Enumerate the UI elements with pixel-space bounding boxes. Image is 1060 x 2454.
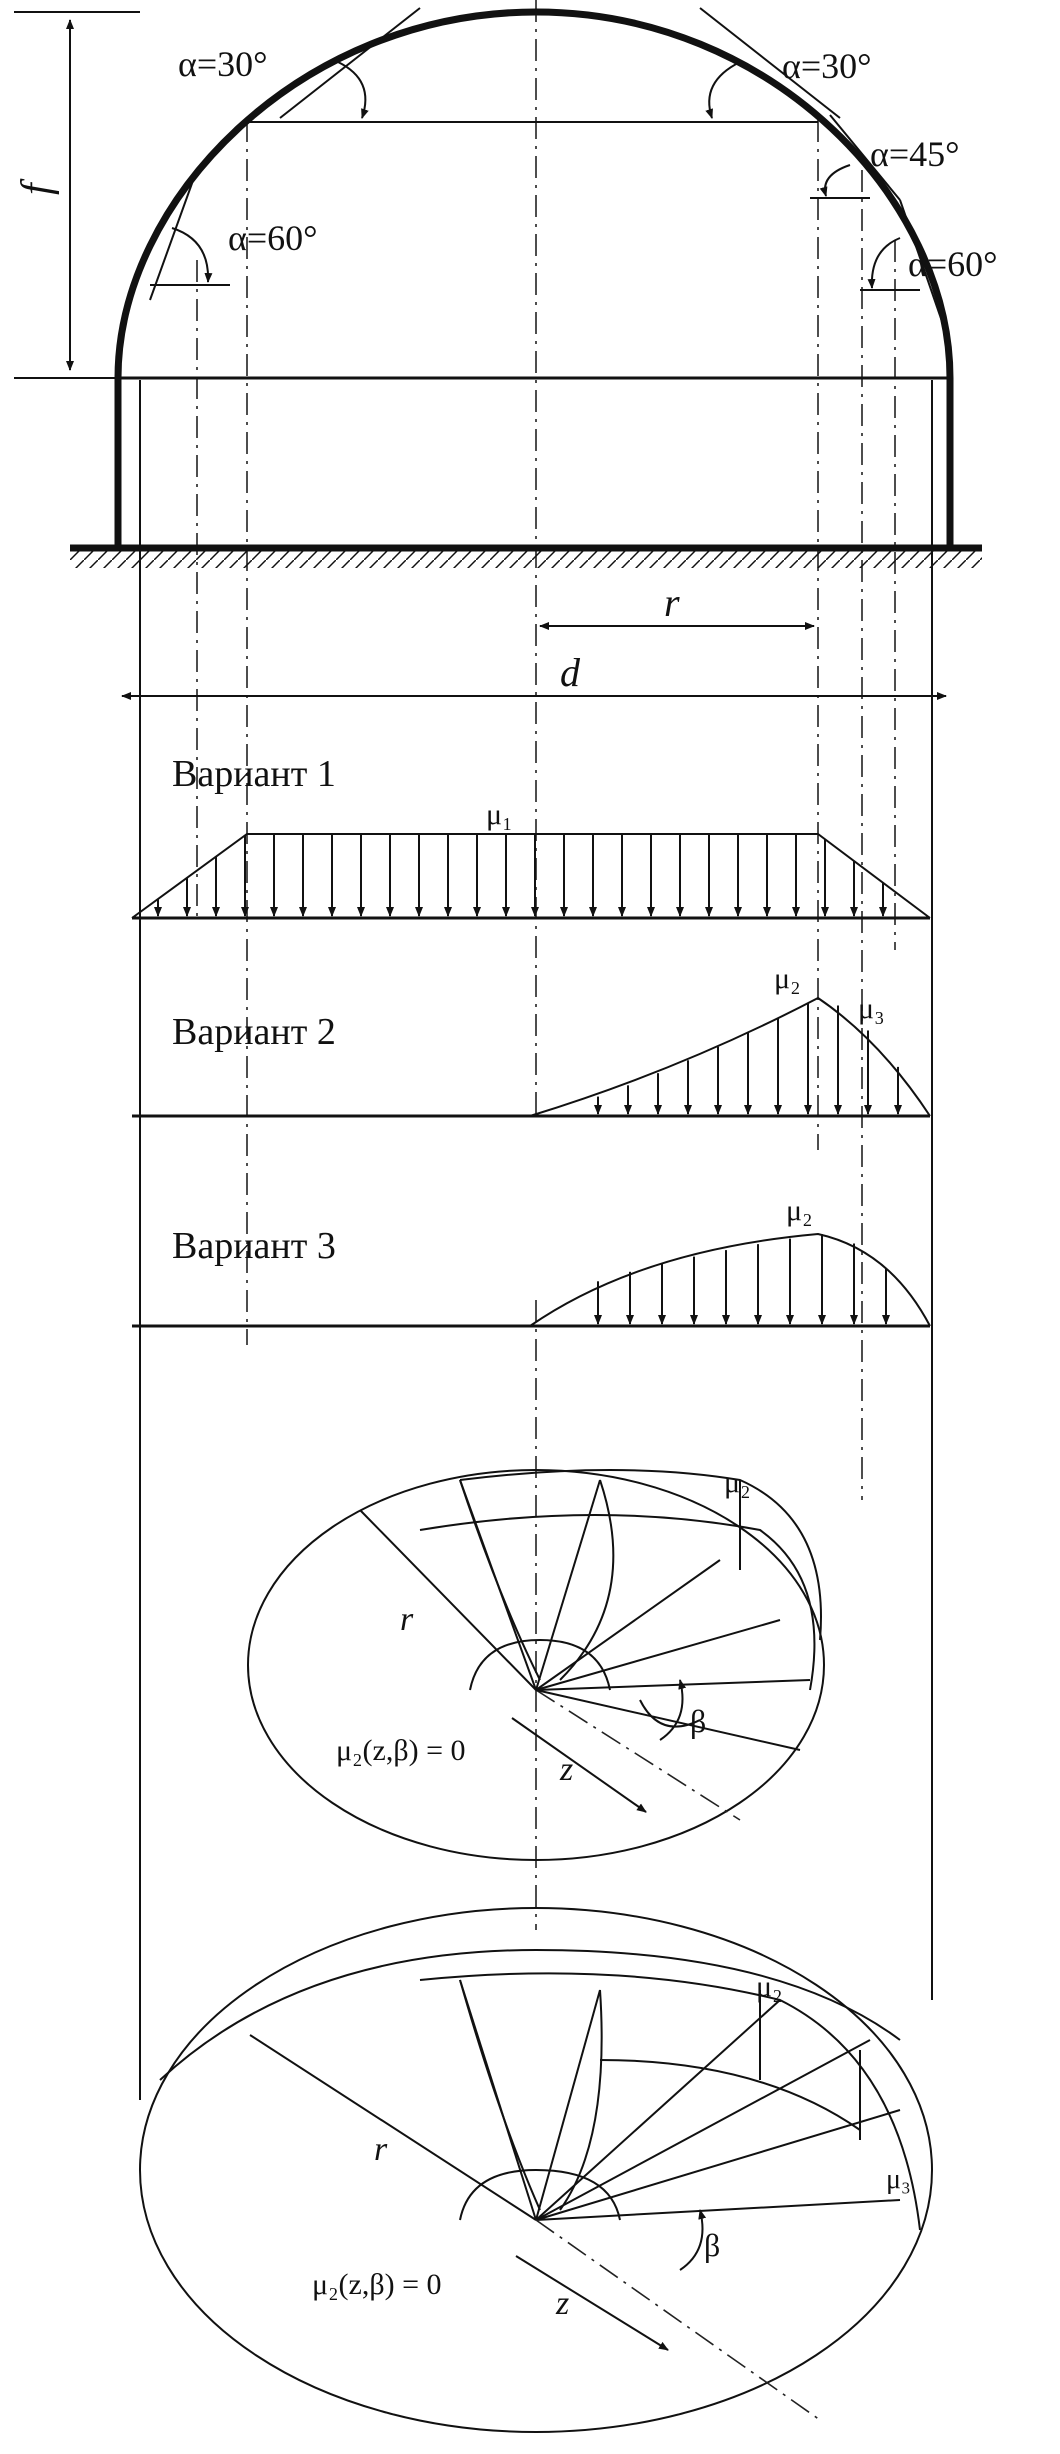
variant-1-arrows — [154, 834, 887, 917]
plan-2-beta-arc — [679, 2209, 707, 2271]
plan-2-beta: β — [704, 2227, 720, 2263]
variant-3-load-profile — [529, 1232, 931, 1327]
plan-1-z: z — [559, 1751, 573, 1788]
variant-3: Вариант 3 μ₂ — [132, 1194, 931, 1328]
variant-3-title: Вариант 3 — [172, 1225, 336, 1267]
angle-label-45: α=45° — [870, 134, 960, 174]
variant-1-mu: μ₁ — [486, 798, 513, 831]
plan-2-mu-b: μ₃ — [886, 2164, 911, 2195]
plan-2-r: r — [374, 2131, 388, 2168]
plan-1-mu: μ₂ — [724, 1466, 751, 1499]
plan-2-z: z — [555, 2285, 569, 2322]
angle-label-30-left: α=30° — [178, 44, 268, 84]
plan-1-formula: μ₂(z,β) = 0 — [336, 1734, 466, 1767]
plan-2-surface-edge — [419, 1972, 921, 2231]
variant-3-arrows — [594, 1234, 890, 1325]
variant-2-title: Вариант 2 — [172, 1011, 336, 1053]
plan-1-z-arrow — [511, 1717, 647, 1813]
arc-60-left — [171, 227, 213, 283]
reference-lines — [139, 0, 933, 2100]
plan-1-beta: β — [690, 1703, 706, 1739]
arc-30-left — [337, 61, 369, 119]
angle-label-60-left: α=60° — [228, 218, 318, 258]
angle-label-30-right: α=30° — [782, 46, 872, 86]
tangent-30-right — [699, 7, 841, 119]
plan-1-radius — [359, 1509, 537, 1691]
plan-2-mu-a: μ₂ — [756, 1970, 783, 2003]
arc-45 — [819, 164, 851, 197]
plan-2-radius — [249, 2034, 537, 2221]
dome-elevation: f α=30° α=30° α=45° α=60° α=60° r d — [14, 7, 998, 700]
angle-label-60-right: α=60° — [908, 244, 998, 284]
variant-2-mu-b: μ₃ — [858, 992, 885, 1025]
plan-1: μ₂ r β z μ₂(z,β) = 0 — [247, 1466, 825, 1861]
plan-2-formula: μ₂(z,β) = 0 — [312, 2268, 442, 2301]
plan-1-surface-edge — [459, 1469, 822, 1641]
variant-1-load-profile — [131, 833, 931, 919]
variant-1-title: Вариант 1 — [172, 753, 336, 795]
plan-2-z-arrow — [515, 2255, 669, 2351]
tangent-30-left — [279, 7, 421, 119]
label-r: r — [664, 580, 680, 625]
variant-2: Вариант 2 μ₂ μ₃ — [132, 962, 931, 1118]
tangent-60-left — [149, 174, 196, 301]
variant-2-mu-a: μ₂ — [774, 962, 801, 995]
label-f: f — [14, 178, 60, 195]
variant-2-load-profile — [529, 996, 931, 1117]
variant-2-arrows — [594, 1003, 902, 1115]
label-d: d — [560, 650, 581, 695]
plan-2-ellipse — [139, 1907, 933, 2433]
plan-1-beta-arc — [659, 1679, 687, 1741]
ground-hatch — [70, 548, 982, 568]
variant-1: Вариант 1 μ₁ — [131, 753, 931, 920]
tangent-45 — [829, 114, 901, 201]
plan-1-r: r — [400, 1601, 414, 1638]
dome-outline — [114, 8, 954, 548]
plan-1-ellipse — [247, 1469, 825, 1861]
arc-60-right — [867, 237, 901, 289]
plan-2: μ₂ μ₃ r β z μ₂(z,β) = 0 — [139, 1907, 933, 2433]
arc-30-right — [705, 61, 741, 119]
tangent-60-right — [899, 199, 946, 331]
variant-3-mu: μ₂ — [786, 1194, 813, 1227]
